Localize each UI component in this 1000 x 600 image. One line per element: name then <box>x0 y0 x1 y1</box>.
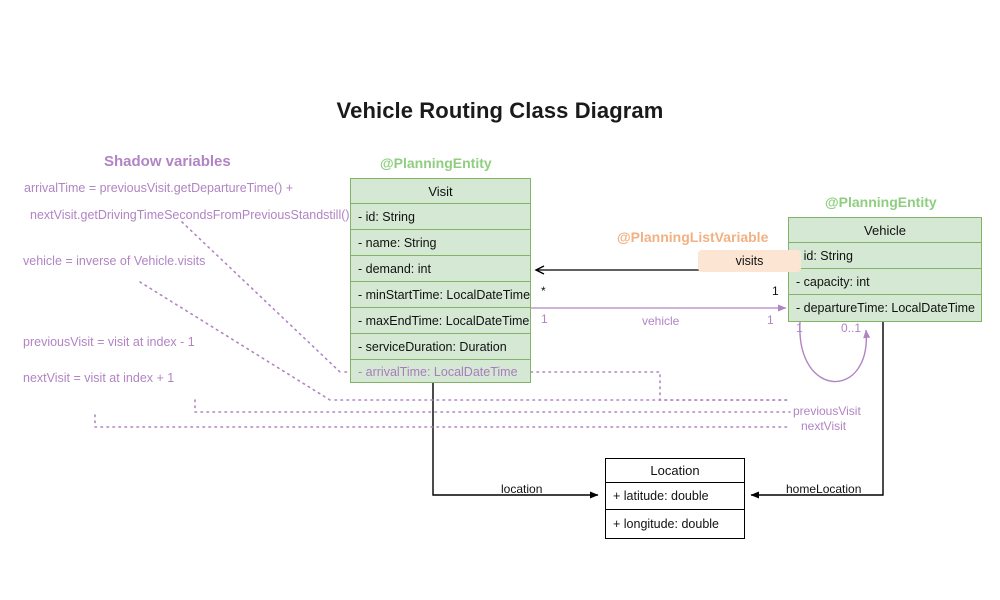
vehicle-attr-id: - id: String <box>789 243 981 269</box>
page-title: Vehicle Routing Class Diagram <box>336 98 664 123</box>
shadow-variable-vehicle: vehicle = inverse of Vehicle.visits <box>23 254 206 268</box>
class-box-visit[interactable]: Visit - id: String - name: String - dema… <box>350 178 531 383</box>
visit-attr-id: - id: String <box>351 204 530 230</box>
vehicle-attr-departuretime: - departureTime: LocalDateTime <box>796 301 976 315</box>
vehicle-target-multiplicity: 1 <box>767 313 774 327</box>
location-attr-longitude: + longitude: double <box>613 517 719 531</box>
vehicle-attr-capacity: - capacity: int <box>789 269 981 295</box>
self-loop-left-multiplicity: 1 <box>796 321 803 335</box>
next-visit-label: nextVisit <box>801 419 847 433</box>
edge-location <box>432 383 599 499</box>
edge-vehicle-self-loop <box>799 321 871 383</box>
location-class-name: Location <box>606 459 744 483</box>
vehicle-stereotype: @PlanningEntity <box>825 194 937 210</box>
visit-attr-minstarttime: - minStartTime: LocalDateTime <box>351 282 530 308</box>
visit-stereotype: @PlanningEntity <box>380 155 492 171</box>
shadow-variables-heading: Shadow variables <box>104 153 231 170</box>
previous-visit-label: previousVisit <box>793 404 861 418</box>
location-attr-latitude: + latitude: double <box>606 483 744 510</box>
planning-list-variable-stereotype: @PlanningListVariable <box>617 229 769 245</box>
shadow-variable-arrivaltime-line1: arrivalTime = previousVisit.getDeparture… <box>24 181 294 195</box>
visit-attr-name: - name: String <box>351 230 530 256</box>
visit-attr-serviceduration: - serviceDuration: Duration <box>351 334 530 360</box>
visit-attr-demand: - demand: int <box>351 256 530 282</box>
vehicle-source-multiplicity: 1 <box>541 312 548 326</box>
edge-previous-visit-dotted <box>94 414 791 428</box>
class-box-location[interactable]: Location + latitude: double + longitude:… <box>605 458 745 539</box>
visits-target-multiplicity: * <box>541 284 546 298</box>
self-loop-right-multiplicity: 0..1 <box>841 321 862 335</box>
visit-attr-arrivaltime: - arrivalTime: LocalDateTime <box>358 365 518 379</box>
visits-source-multiplicity: 1 <box>772 284 779 298</box>
edge-next-visit-dotted <box>194 399 791 413</box>
shadow-variable-previousvisit: previousVisit = visit at index - 1 <box>23 335 195 349</box>
vehicle-edge-label: vehicle <box>642 314 680 328</box>
location-edge-label: location <box>501 482 543 496</box>
edge-home-location <box>750 322 884 499</box>
visits-badge[interactable]: visits <box>698 250 801 272</box>
visit-class-name: Visit <box>351 179 530 204</box>
edge-vehicle-inverse-dotted <box>139 281 791 401</box>
vehicle-class-name: Vehicle <box>789 218 981 243</box>
home-location-edge-label: homeLocation <box>786 482 862 496</box>
shadow-variable-arrivaltime-line2: nextVisit.getDrivingTimeSecondsFromPrevi… <box>30 208 350 222</box>
shadow-variable-nextvisit: nextVisit = visit at index + 1 <box>23 371 175 385</box>
class-box-vehicle[interactable]: Vehicle - id: String - capacity: int - d… <box>788 217 982 322</box>
visit-attr-maxendtime: - maxEndTime: LocalDateTime <box>351 308 530 334</box>
